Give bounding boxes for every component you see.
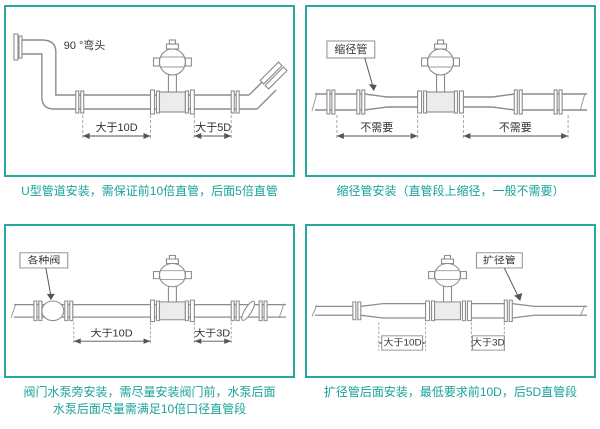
dimension-right: 大于3D	[193, 322, 232, 345]
dim-right-label: 大于3D	[194, 327, 230, 339]
reducer-diagram: 缩径管 不需要 不需要	[311, 39, 588, 140]
dimension-right: 大于3D	[470, 322, 505, 351]
ball-valve	[33, 300, 74, 322]
dim-left-label: 大于10D	[96, 120, 138, 134]
panel-expander: 扩径管 大于10D	[305, 224, 596, 418]
dimension-left: 大于10D	[73, 322, 151, 345]
panel-caption: 扩径管后面安装，最低要求前10D，后5D直管段	[323, 385, 578, 399]
butterfly-valve	[230, 300, 268, 322]
panel-caption: U型管道安装，需保证前10倍直管，后面5倍直管	[21, 184, 278, 198]
transmitter-head	[428, 254, 467, 288]
valve-pump-diagram: 各种阀	[10, 252, 287, 345]
panel-u-type: 90 °弯头	[4, 5, 295, 200]
elbow-pipe	[13, 33, 258, 110]
part-label-text: 各种阀	[27, 254, 60, 266]
panel-valve-pump: 各种阀	[4, 224, 295, 418]
part-label: 缩径管	[326, 40, 377, 91]
part-label: 扩径管	[475, 252, 523, 301]
elbow-label: 90 °弯头	[64, 38, 106, 52]
dim-left-label: 大于10D	[91, 327, 133, 339]
flange-pair-left	[75, 90, 85, 114]
dim-right-label: 大于5D	[195, 120, 231, 134]
panel-reducer: 缩径管 不需要 不需要	[305, 5, 596, 200]
panel-caption: 阀门水泵旁安装，需尽量安装阀门前，水泵后面 水泵后面尽量需满足10倍口径直管段	[4, 384, 295, 418]
transmitter-head	[152, 39, 192, 76]
flowmeter	[417, 39, 465, 114]
diagram-grid: 90 °弯头	[4, 5, 596, 418]
dimension-right: 大于5D	[193, 115, 232, 140]
flowmeter	[149, 254, 195, 323]
caption-line-1: 阀门水泵旁安装，需尽量安装阀门前，水泵后面	[23, 385, 276, 399]
dim-left-label: 不需要	[360, 121, 393, 134]
dim-right-label: 不需要	[499, 121, 532, 134]
flange-pairs	[352, 299, 513, 323]
dimension-left: 不需要	[336, 115, 419, 140]
panel-frame: 各种阀	[4, 224, 295, 378]
dimension-left: 大于10D	[378, 322, 427, 351]
dim-left-label: 大于10D	[384, 337, 422, 348]
riser-pipe	[248, 61, 288, 110]
dimension-right: 不需要	[462, 115, 569, 140]
panel-frame: 缩径管 不需要 不需要	[305, 5, 596, 177]
flange-pairs	[326, 89, 563, 115]
flowmeter	[425, 254, 472, 322]
flowmeter	[149, 39, 195, 115]
flange-pair-right	[230, 90, 240, 114]
panel-frame: 90 °弯头	[4, 5, 295, 177]
panel-caption: 缩径管安装（直管段上缩径，一般不需要）	[336, 184, 565, 198]
dimension-left: 大于10D	[82, 115, 151, 140]
part-label: 各种阀	[19, 252, 69, 301]
pipe-run	[311, 303, 588, 319]
transmitter-head	[152, 254, 192, 288]
part-label-text: 扩径管	[483, 254, 516, 266]
u-type-diagram: 90 °弯头	[13, 33, 288, 140]
panel-frame: 扩径管 大于10D	[305, 224, 596, 378]
expander-diagram: 扩径管 大于10D	[311, 252, 588, 351]
transmitter-head	[421, 39, 461, 76]
part-label-text: 缩径管	[334, 42, 367, 56]
dim-right-label: 大于3D	[472, 337, 505, 348]
caption-line-2: 水泵后面尽量需满足10倍口径直管段	[52, 402, 247, 416]
